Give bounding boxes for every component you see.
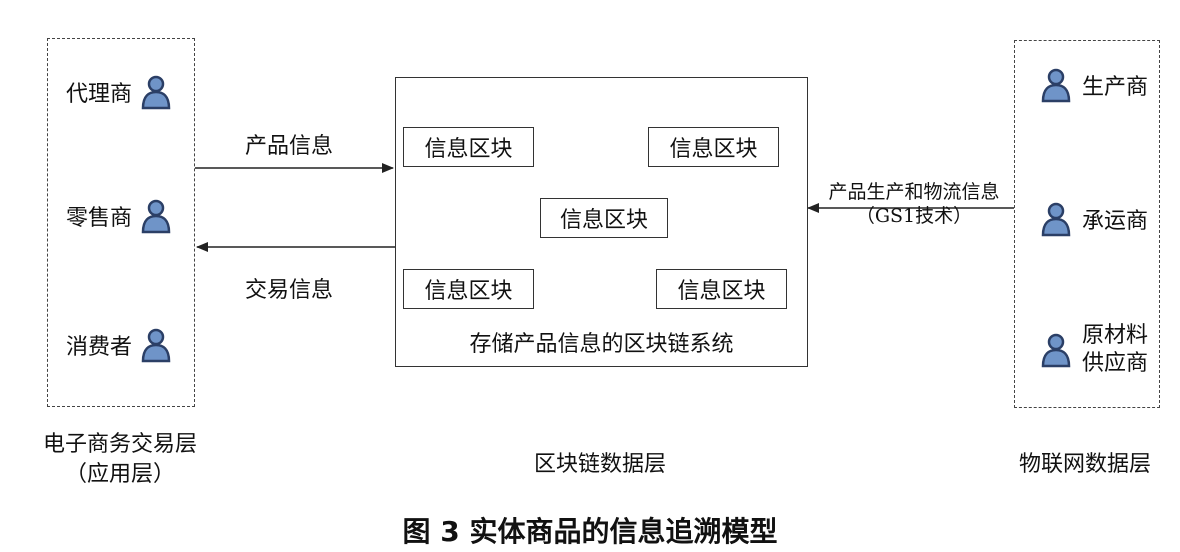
person-icon — [141, 328, 171, 363]
info-block: 信息区块 — [656, 269, 787, 309]
role-label: 消费者 — [66, 335, 133, 360]
person-icon — [1041, 333, 1071, 368]
iot-info-line: 产品生产和物流信息 — [828, 181, 1000, 203]
role-label: 零售商 — [66, 206, 133, 231]
person-icon — [1041, 202, 1071, 237]
role-retailer: 零售商 — [66, 198, 172, 234]
iot-info-line: （GS1技术） — [855, 205, 973, 227]
role-producer: 生产商 — [1040, 67, 1148, 103]
person-icon — [141, 199, 171, 234]
figure-caption: 图 3 实体商品的信息追溯模型 — [402, 515, 778, 548]
iot-layer-panel — [1014, 40, 1160, 408]
person-icon — [141, 75, 171, 110]
role-label: 代理商 — [66, 82, 133, 107]
role-label-multiline: 原材料 供应商 — [1082, 322, 1148, 378]
role-label: 承运商 — [1082, 209, 1149, 234]
blockchain-system-label: 存储产品信息的区块链系统 — [469, 332, 734, 357]
role-agent: 代理商 — [66, 74, 172, 110]
ecommerce-layer-label: 电子商务交易层 （应用层） — [10, 430, 230, 490]
layer-label-line: 电子商务交易层 — [42, 432, 197, 457]
iot-layer-label: 物联网数据层 — [1018, 452, 1151, 477]
role-label-line: 原材料 — [1082, 323, 1149, 348]
role-label-line: 供应商 — [1082, 351, 1149, 376]
role-label: 生产商 — [1082, 75, 1149, 100]
info-block: 信息区块 — [403, 127, 534, 167]
trade-info-label: 交易信息 — [245, 278, 334, 303]
info-block: 信息区块 — [648, 127, 779, 167]
role-raw-material-supplier: 原材料 供应商 — [1040, 322, 1148, 378]
info-block: 信息区块 — [540, 198, 668, 238]
person-icon — [1041, 68, 1071, 103]
blockchain-layer-label: 区块链数据层 — [533, 452, 666, 477]
role-carrier: 承运商 — [1040, 201, 1148, 237]
info-block: 信息区块 — [403, 269, 534, 309]
iot-info-label: 产品生产和物流信息 （GS1技术） — [806, 180, 1022, 228]
ecommerce-layer-panel — [47, 38, 195, 407]
layer-label-line: （应用层） — [64, 462, 175, 487]
role-consumer: 消费者 — [66, 327, 172, 363]
product-info-label: 产品信息 — [245, 134, 334, 159]
